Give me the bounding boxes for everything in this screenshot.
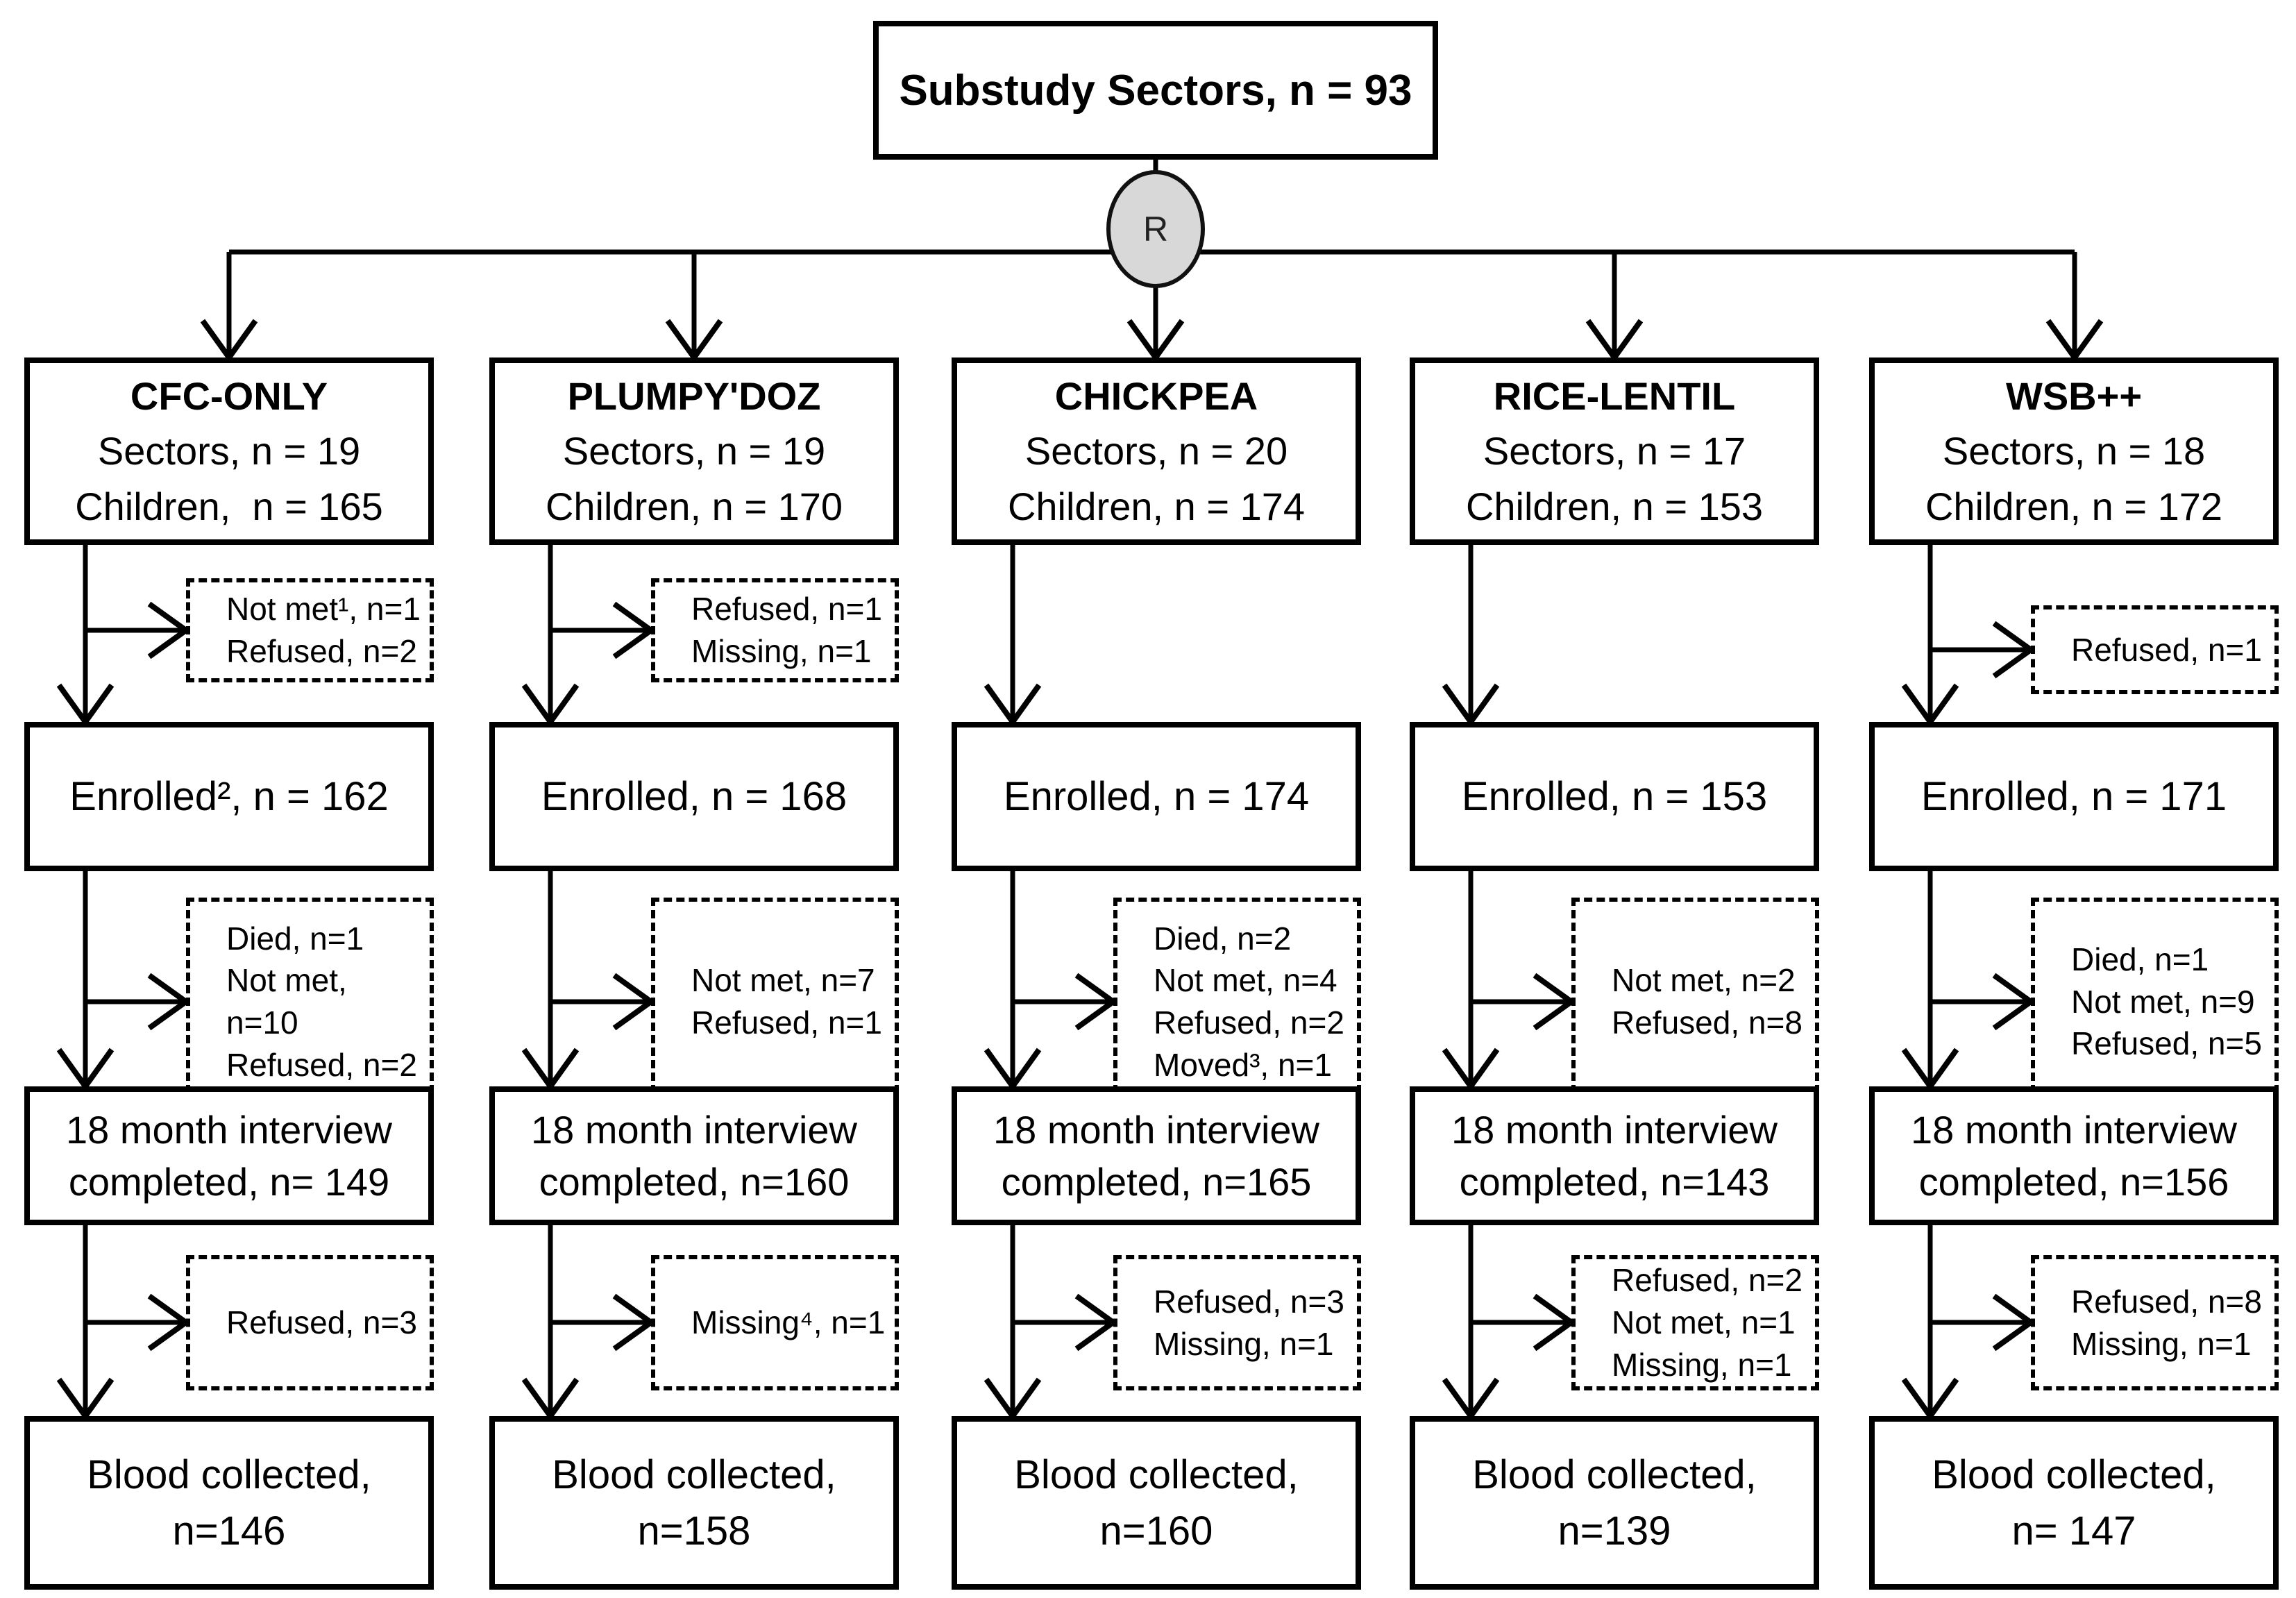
exclusion-line: Not met, n=2 — [1612, 962, 1796, 999]
exclusion-box-pre-enrollment: Refused, n=1 — [2031, 605, 2279, 694]
exclusion-line: Refused, n=8 — [1612, 1004, 1803, 1041]
exclusion-line: Not met, n=10 — [226, 962, 347, 1041]
blood-box: Blood collected, n=160 — [952, 1416, 1361, 1590]
exclusion-line: Not met, n=9 — [2071, 983, 2255, 1020]
enrolled-box: Enrolled, n = 174 — [952, 722, 1361, 871]
arm-box: CHICKPEA Sectors, n = 20 Children, n = 1… — [952, 358, 1361, 545]
arm-title: WSB++ — [2005, 373, 2143, 418]
enrolled-box: Enrolled, n = 153 — [1410, 722, 1819, 871]
randomization-label: R — [1142, 210, 1169, 249]
arm-title: CHICKPEA — [1054, 373, 1258, 418]
interview-box: 18 month interview completed, n=165 — [952, 1086, 1361, 1225]
interview-box: 18 month interview completed, n=156 — [1869, 1086, 2279, 1225]
arm-box: CFC-ONLY Sectors, n = 19 Children, n = 1… — [24, 358, 434, 545]
exclusion-line: Not met, n=1 — [1612, 1304, 1796, 1341]
arm-children: Children, n = 170 — [545, 484, 843, 528]
column-chickpea: CHICKPEA Sectors, n = 20 Children, n = 1… — [952, 0, 1361, 1598]
interview-box: 18 month interview completed, n=160 — [489, 1086, 899, 1225]
exclusion-box-post-enrollment: Not met, n=7 Refused, n=1 — [651, 898, 899, 1106]
arm-title: CFC-ONLY — [130, 373, 328, 418]
arm-children: Children, n = 174 — [1007, 484, 1306, 528]
exclusion-line: Not met, n=7 — [691, 962, 875, 999]
exclusion-line: Missing, n=1 — [2071, 1325, 2252, 1362]
column-plumpy-doz: PLUMPY'DOZ Sectors, n = 19 Children, n =… — [489, 0, 899, 1598]
blood-box: Blood collected, n=158 — [489, 1416, 899, 1590]
arm-box: RICE-LENTIL Sectors, n = 17 Children, n … — [1410, 358, 1819, 545]
exclusion-line: Refused, n=2 — [1154, 1004, 1344, 1041]
arm-children: Children, n = 172 — [1925, 484, 2223, 528]
arm-sectors: Sectors, n = 18 — [1942, 429, 2206, 473]
blood-box: Blood collected, n= 147 — [1869, 1416, 2279, 1590]
exclusion-box-pre-blood: Refused, n=8 Missing, n=1 — [2031, 1255, 2279, 1390]
exclusion-box-pre-blood: Missing⁴, n=1 — [651, 1255, 899, 1390]
interview-box: 18 month interview completed, n=143 — [1410, 1086, 1819, 1225]
exclusion-line: Missing⁴, n=1 — [691, 1304, 886, 1341]
exclusion-box-post-enrollment: Died, n=1 Not met, n=9 Refused, n=5 — [2031, 898, 2279, 1106]
exclusion-line: Refused, n=1 — [2071, 631, 2262, 668]
exclusion-line: Refused, n=8 — [2071, 1283, 2262, 1320]
exclusion-line: Refused, n=3 — [226, 1304, 417, 1341]
exclusion-line: Refused, n=5 — [2071, 1025, 2262, 1062]
exclusion-line: Missing, n=1 — [1612, 1346, 1792, 1383]
exclusion-line: Refused, n=1 — [691, 591, 882, 628]
arm-box: WSB++ Sectors, n = 18 Children, n = 172 — [1869, 358, 2279, 545]
exclusion-line: Missing, n=1 — [1154, 1325, 1334, 1362]
exclusion-line: Died, n=2 — [1154, 920, 1292, 957]
exclusion-box-pre-blood: Refused, n=2 Not met, n=1 Missing, n=1 — [1571, 1255, 1819, 1390]
exclusion-line: Missing, n=1 — [691, 633, 872, 669]
title-text: Substudy Sectors, n = 93 — [899, 66, 1412, 115]
exclusion-line: Refused, n=3 — [1154, 1283, 1344, 1320]
exclusion-line: Moved³, n=1 — [1154, 1046, 1332, 1083]
arm-children: Children, n = 165 — [75, 484, 383, 528]
exclusion-line: Died, n=1 — [226, 920, 364, 957]
exclusion-line: Not met, n=4 — [1154, 962, 1337, 999]
blood-box: Blood collected, n=146 — [24, 1416, 434, 1590]
title-box: Substudy Sectors, n = 93 — [873, 21, 1438, 160]
arm-sectors: Sectors, n = 20 — [1024, 429, 1288, 473]
randomization-node — [1106, 170, 1205, 288]
blood-box: Blood collected, n=139 — [1410, 1416, 1819, 1590]
arm-children: Children, n = 153 — [1465, 484, 1764, 528]
enrolled-box: Enrolled, n = 171 — [1869, 722, 2279, 871]
exclusion-line: Not met¹, n=1 — [226, 591, 421, 628]
arm-title: RICE-LENTIL — [1493, 373, 1736, 418]
exclusion-line: Refused, n=2 — [226, 1046, 417, 1083]
exclusion-line: Died, n=1 — [2071, 941, 2209, 977]
exclusion-box-post-enrollment: Died, n=1 Not met, n=10 Refused, n=2 — [186, 898, 434, 1106]
arm-sectors: Sectors, n = 19 — [562, 429, 826, 473]
arm-title: PLUMPY'DOZ — [567, 373, 821, 418]
interview-box: 18 month interview completed, n= 149 — [24, 1086, 434, 1225]
enrolled-box: Enrolled, n = 168 — [489, 722, 899, 871]
exclusion-box-post-enrollment: Died, n=2 Not met, n=4 Refused, n=2 Move… — [1113, 898, 1361, 1106]
arm-sectors: Sectors, n = 17 — [1483, 429, 1746, 473]
exclusion-box-post-enrollment: Not met, n=2 Refused, n=8 — [1571, 898, 1819, 1106]
enrolled-box: Enrolled², n = 162 — [24, 722, 434, 871]
column-rice-lentil: RICE-LENTIL Sectors, n = 17 Children, n … — [1410, 0, 1819, 1598]
exclusion-line: Refused, n=1 — [691, 1004, 882, 1041]
exclusion-line: Refused, n=2 — [226, 633, 417, 669]
arm-box: PLUMPY'DOZ Sectors, n = 19 Children, n =… — [489, 358, 899, 545]
column-cfc-only: CFC-ONLY Sectors, n = 19 Children, n = 1… — [24, 0, 434, 1598]
exclusion-box-pre-blood: Refused, n=3 Missing, n=1 — [1113, 1255, 1361, 1390]
exclusion-box-pre-enrollment: Not met¹, n=1 Refused, n=2 — [186, 578, 434, 682]
exclusion-line: Refused, n=2 — [1612, 1262, 1803, 1299]
exclusion-box-pre-blood: Refused, n=3 — [186, 1255, 434, 1390]
exclusion-box-pre-enrollment: Refused, n=1 Missing, n=1 — [651, 578, 899, 682]
column-wsb-plus-plus: WSB++ Sectors, n = 18 Children, n = 172 … — [1869, 0, 2279, 1598]
arm-sectors: Sectors, n = 19 — [97, 429, 361, 473]
